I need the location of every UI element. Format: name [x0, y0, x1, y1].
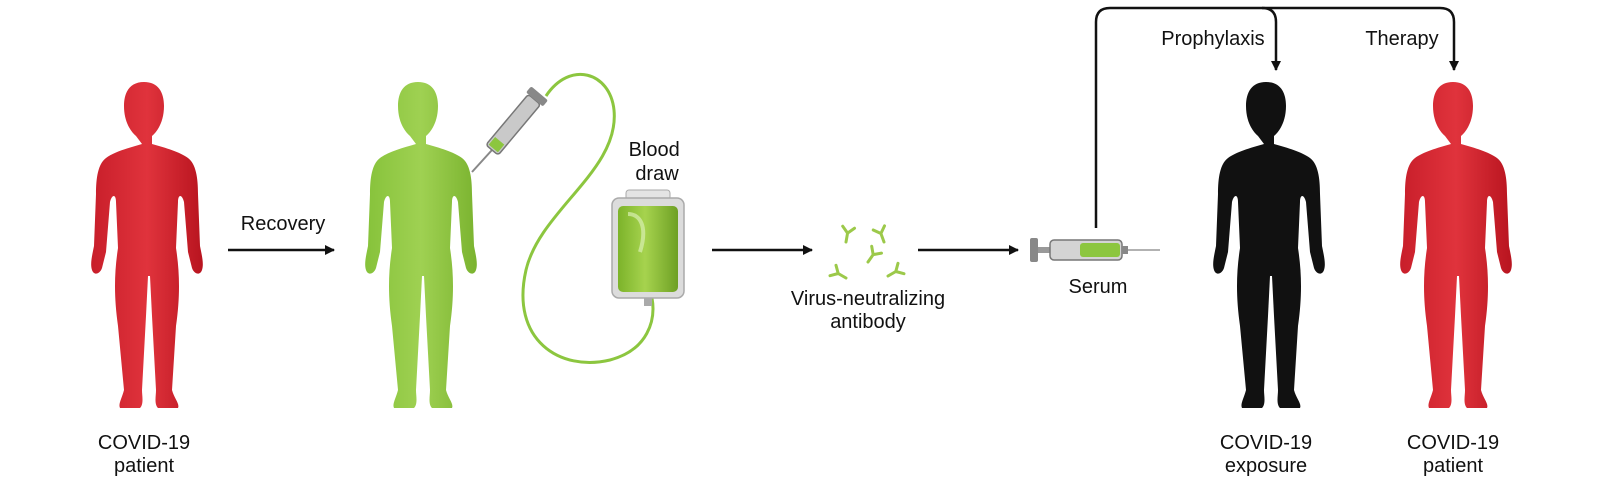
recovery-label-text: Recovery [240, 213, 326, 235]
patient-right-label-line1: COVID-19 [1406, 432, 1500, 454]
therapy-arrow [1262, 6, 1459, 71]
blood-tube [521, 72, 655, 364]
patient-right-label-line2: patient [1422, 455, 1484, 477]
recovered-donor-figure [365, 82, 477, 408]
therapy-label-text: Therapy [1365, 28, 1439, 50]
covid-patient-figure-left [91, 82, 203, 408]
prophylaxis-arrow [1094, 6, 1281, 228]
patient-left-label-line2: patient [113, 455, 175, 477]
serum-syringe-icon [1030, 238, 1160, 262]
blood-draw-syringe [471, 87, 548, 173]
therapy-label: Therapy [1356, 28, 1448, 51]
serum-label-text: Serum [1068, 276, 1128, 298]
recovery-label: Recovery [228, 213, 338, 236]
covid-patient-figure-right [1400, 82, 1512, 408]
prophylaxis-label: Prophylaxis [1148, 28, 1278, 51]
covid-exposure-figure [1213, 82, 1325, 408]
exposure-label-line1: COVID-19 [1219, 432, 1313, 454]
blood-bag [611, 189, 685, 306]
patient-left-label: COVID-19 patient [84, 432, 204, 478]
exposure-label-line2: exposure [1224, 455, 1308, 477]
antibody-label-line2: antibody [830, 311, 906, 333]
prophylaxis-label-text: Prophylaxis [1161, 28, 1265, 50]
patient-right-label: COVID-19 patient [1393, 432, 1513, 478]
antibody-label: Virus-neutralizing antibody [770, 288, 966, 334]
patient-left-label-line1: COVID-19 [97, 432, 191, 454]
antibody-label-line1: Virus-neutralizing [790, 288, 946, 310]
blood-draw-label: Blood draw [629, 139, 686, 185]
serum-label: Serum [1056, 276, 1140, 299]
antibody-icon [828, 224, 906, 285]
exposure-label: COVID-19 exposure [1206, 432, 1326, 478]
